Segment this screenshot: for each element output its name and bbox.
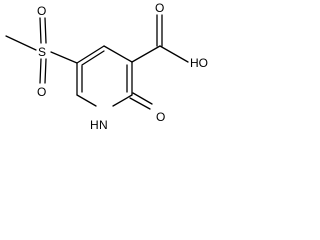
atom-o-keto: O: [156, 110, 165, 124]
atom-nitrogen: N: [99, 118, 108, 132]
atom-o-carbonyl: O: [155, 1, 164, 15]
bond-ring-carboxyl: [131, 45, 161, 63]
atom-labels: O S O O HO H N O: [37, 1, 208, 132]
bonds: [5, 14, 189, 110]
bond-n1-c6: [76, 94, 97, 107]
atom-o-sulfonyl-bottom: O: [37, 85, 46, 99]
bond-sulfur-oxygen-bottom-a: [39, 58, 42, 84]
bond-c5-c4-inner: [81, 50, 105, 66]
bond-sulfur-oxygen-top-a: [39, 17, 42, 44]
chemical-structure: O S O O HO H N O: [5, 1, 208, 132]
atom-sulfur: S: [38, 45, 46, 59]
bond-keto-b: [129, 97, 151, 110]
bond-carboxyl-hydroxyl: [159, 45, 189, 63]
atom-o-sulfonyl-top: O: [37, 4, 46, 18]
bond-c5-c4: [76, 45, 105, 64]
bond-methyl-sulfur: [5, 35, 37, 51]
bond-sulfur-ring: [50, 51, 78, 64]
bond-sulfur-oxygen-top-b: [44, 17, 47, 44]
atom-hydroxyl: HO: [190, 56, 208, 70]
bond-keto-a: [132, 92, 153, 105]
bond-c2-n1: [112, 94, 133, 107]
bond-sulfur-oxygen-bottom-b: [44, 58, 47, 84]
atom-n-hydrogen: H: [90, 118, 99, 132]
bond-c4-c3: [103, 45, 133, 63]
